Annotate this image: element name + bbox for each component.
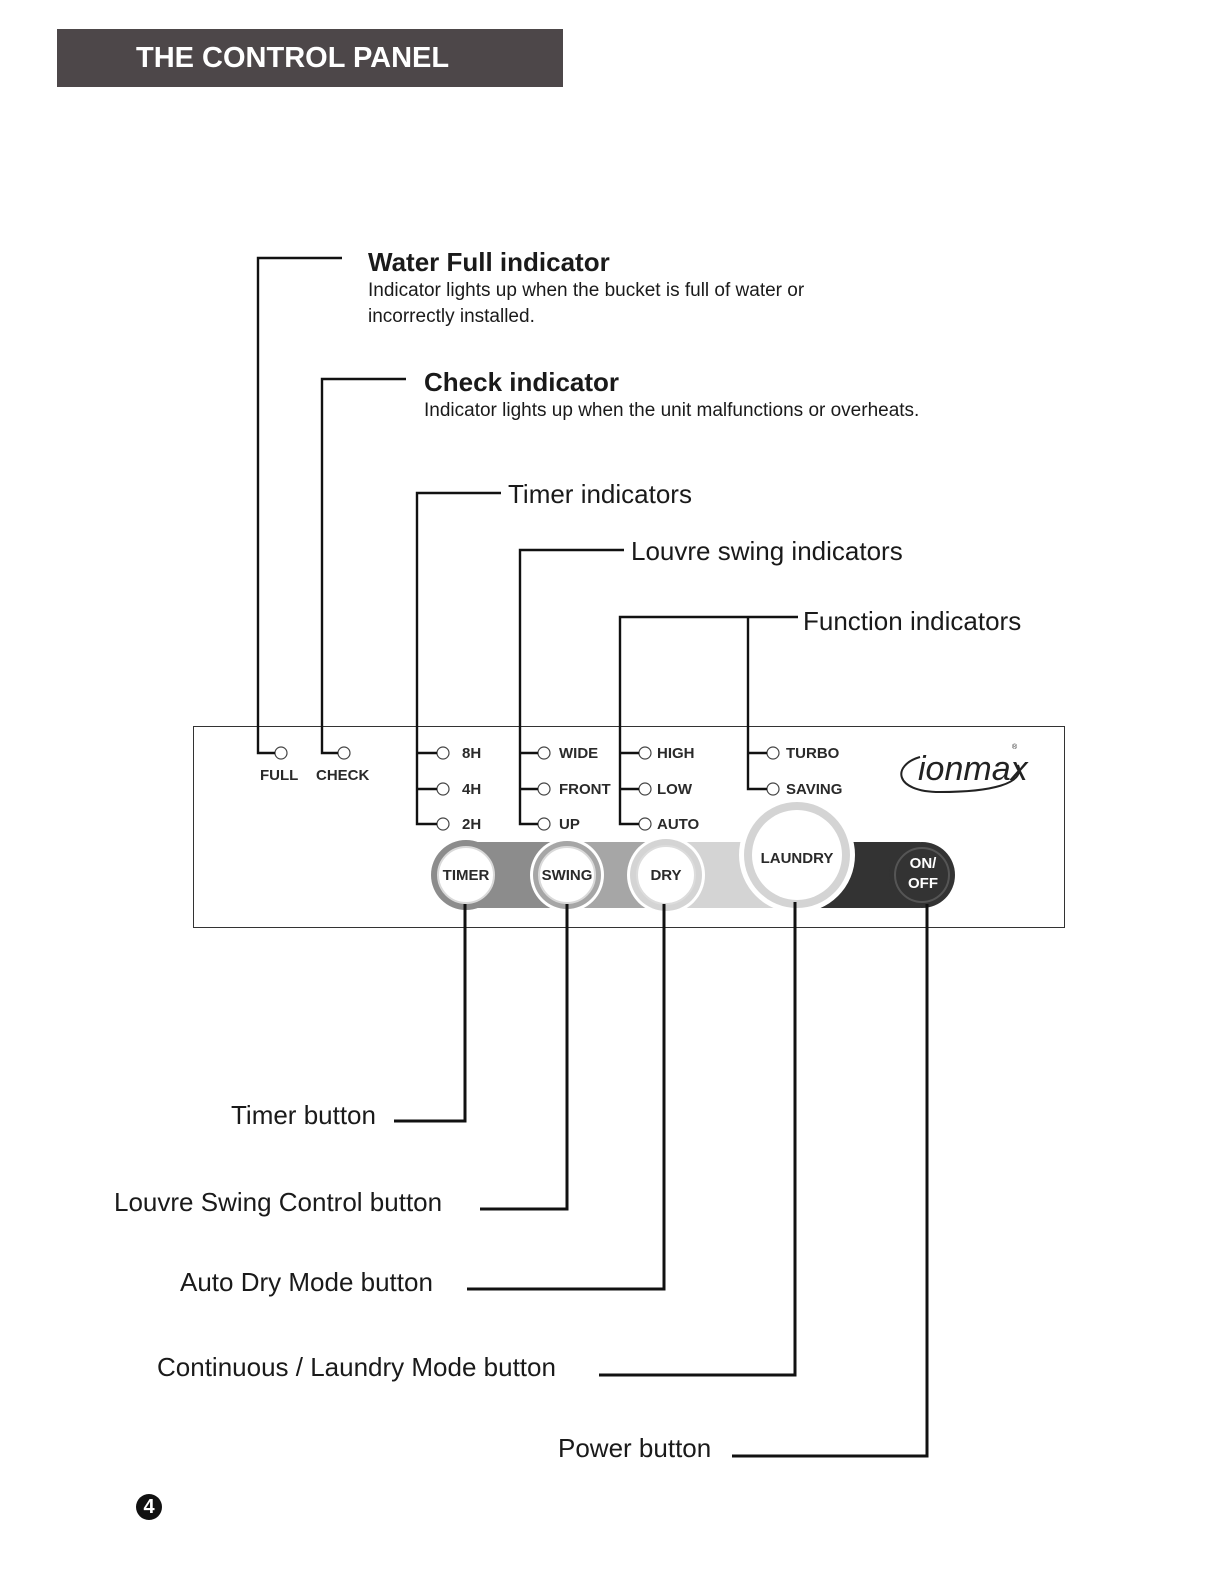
function-indicators-label: Function indicators	[803, 606, 1022, 636]
led-label-saving: SAVING	[786, 781, 843, 798]
logo-swoosh-arc	[900, 756, 1021, 794]
power-button-line2: OFF	[908, 875, 938, 892]
leader-laundry-button	[599, 902, 797, 1377]
louvre-swing-indicators-label: Louvre swing indicators	[631, 536, 903, 566]
timer-button-label: Timer button	[231, 1100, 376, 1130]
power-button-line1: ON/	[909, 855, 937, 872]
water-full-description-line2: incorrectly installed.	[368, 306, 535, 327]
water-full-title: Water Full indicator	[368, 247, 610, 277]
led-group	[274, 746, 780, 831]
dry-button-label: Auto Dry Mode button	[180, 1267, 433, 1297]
led-turbo	[766, 746, 780, 760]
timer-indicators-label: Timer indicators	[508, 479, 692, 509]
leader-dry-button	[467, 904, 666, 1291]
laundry-button-face	[752, 810, 842, 900]
page-title: THE CONTROL PANEL	[136, 42, 450, 74]
led-label-full: FULL	[260, 767, 299, 784]
dry-button[interactable]: DRY	[650, 867, 682, 884]
bottom-leaders	[394, 902, 929, 1458]
led-label-low: LOW	[657, 781, 692, 798]
leader-check	[320, 377, 406, 755]
check-title: Check indicator	[424, 367, 620, 397]
leader-water-full	[256, 256, 342, 755]
led-front	[537, 782, 551, 796]
laundry-button-label: Continuous / Laundry Mode button	[157, 1352, 556, 1382]
check-description: Indicator lights up when the unit malfun…	[424, 400, 920, 421]
dry-button-face	[636, 845, 696, 905]
water-full-description: Indicator lights up when the bucket is f…	[368, 278, 928, 330]
ionmax-logo: ionmax	[918, 750, 1028, 788]
header-bar	[57, 29, 563, 87]
led-label-turbo: TURBO	[786, 745, 840, 762]
button-band	[431, 797, 955, 914]
led-up	[537, 817, 551, 831]
swing-button[interactable]: SWING	[541, 867, 593, 884]
led-4h	[436, 782, 450, 796]
leader-swing-button	[480, 904, 569, 1211]
onoff-button-face	[894, 847, 950, 903]
led-label-up: UP	[559, 816, 580, 833]
led-saving	[766, 782, 780, 796]
leader-timer-indicators	[415, 491, 501, 826]
leader-timer-button	[394, 904, 467, 1123]
timer-button-face	[437, 846, 495, 904]
led-auto	[638, 817, 652, 831]
led-check	[337, 746, 351, 760]
top-leaders	[256, 256, 798, 826]
leader-louvre-swing	[518, 548, 624, 826]
water-full-description-line1: Indicator lights up when the bucket is f…	[368, 280, 805, 301]
registered-mark-icon: ®	[1012, 744, 1018, 751]
led-label-2h: 2H	[462, 816, 482, 833]
led-label-auto: AUTO	[657, 816, 700, 833]
logo-swoosh	[900, 756, 1021, 794]
led-2h	[436, 817, 450, 831]
swing-button-face	[538, 846, 596, 904]
led-8h	[436, 746, 450, 760]
power-button[interactable]: ON/OFF	[902, 854, 944, 894]
leader-function-col2	[746, 617, 767, 791]
led-high	[638, 746, 652, 760]
led-label-high: HIGH	[657, 745, 695, 762]
led-label-4h: 4H	[462, 781, 482, 798]
led-label-check: CHECK	[316, 767, 370, 784]
swing-button-label: Louvre Swing Control button	[114, 1187, 443, 1217]
led-wide	[537, 746, 551, 760]
control-panel-frame	[193, 726, 1065, 928]
led-low	[638, 782, 652, 796]
timer-button[interactable]: TIMER	[442, 867, 490, 884]
laundry-button[interactable]: LAUNDRY	[760, 850, 834, 867]
power-button-label: Power button	[558, 1433, 712, 1463]
led-label-wide: WIDE	[559, 745, 599, 762]
leader-function-col1	[618, 615, 798, 826]
page-number: 4	[136, 1494, 162, 1520]
led-label-8h: 8H	[462, 745, 482, 762]
led-full	[274, 746, 288, 760]
led-label-front: FRONT	[559, 781, 611, 798]
leader-power-button	[732, 904, 929, 1458]
